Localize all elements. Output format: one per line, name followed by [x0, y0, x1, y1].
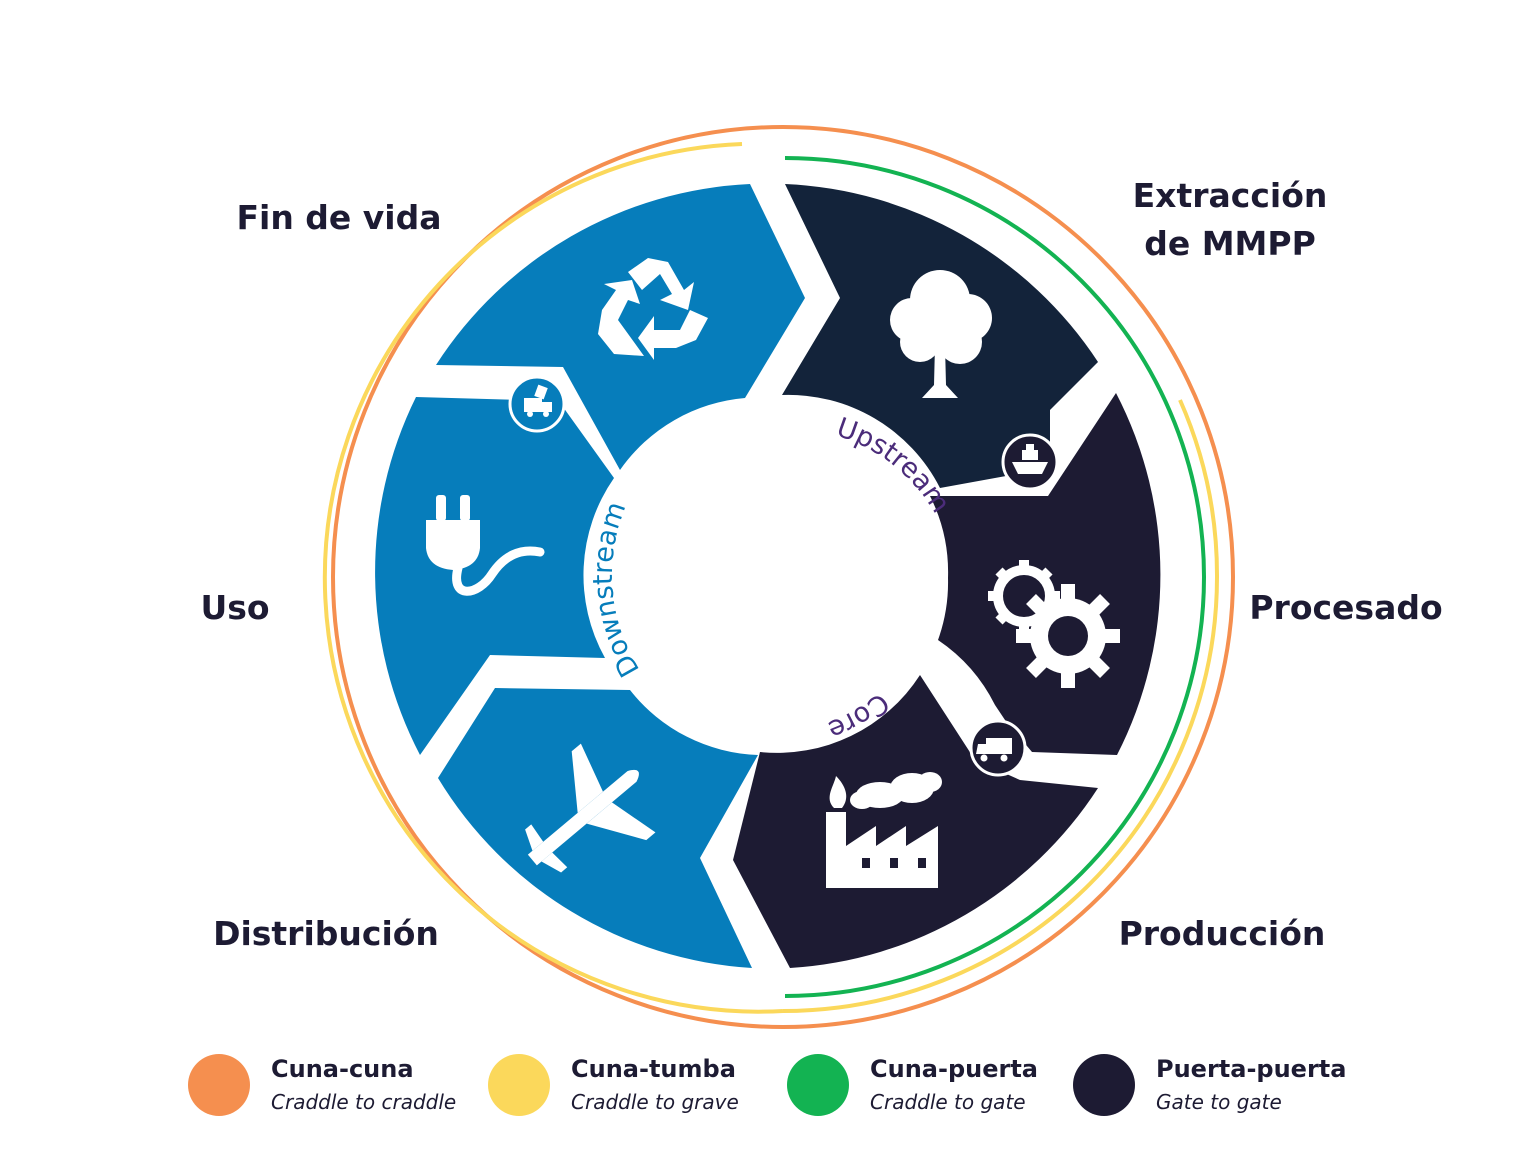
tree-icon: [890, 270, 992, 398]
legend-item-cuna-cuna: Cuna-cuna Craddle to craddle: [188, 1052, 468, 1116]
legend-title: Cuna-tumba: [571, 1055, 736, 1083]
recycle-icon: [598, 258, 708, 360]
legend-item-cuna-tumba: Cuna-tumba Craddle to grave: [488, 1052, 768, 1116]
cradle-to-grave-ring-right: [782, 399, 1220, 1013]
legend-subtitle: Craddle to grave: [571, 1090, 739, 1114]
garbage-truck-icon: [508, 375, 566, 433]
airplane-icon: [525, 743, 656, 873]
legend-swatch: [1073, 1054, 1135, 1116]
factory-icon: [826, 772, 942, 888]
legend-item-puerta-puerta: Puerta-puerta Gate to gate: [1073, 1052, 1373, 1116]
legend-swatch: [488, 1054, 550, 1116]
stage-label-extraccion: Extracción de MMPP: [1132, 176, 1328, 263]
ship-icon: [1001, 433, 1059, 491]
legend-swatch: [188, 1054, 250, 1116]
legend-title: Cuna-cuna: [271, 1055, 414, 1083]
legend-subtitle: Gate to gate: [1156, 1090, 1282, 1114]
inner-hub: [600, 412, 936, 748]
cradle-to-cradle-ring: [331, 125, 1235, 1029]
stage-label-fin-de-vida: Fin de vida: [236, 198, 442, 237]
stage-label-distribucion: Distribución: [213, 914, 439, 953]
gears-icon: [988, 560, 1120, 688]
truck-icon: [969, 719, 1027, 777]
plug-icon: [426, 495, 545, 596]
segment-distribucion: [438, 688, 758, 968]
legend-subtitle: Craddle to gate: [870, 1090, 1026, 1114]
stage-label-uso: Uso: [200, 588, 270, 627]
legend-title: Puerta-puerta: [1156, 1055, 1347, 1083]
stage-label-produccion: Producción: [1118, 914, 1326, 953]
legend-subtitle: Craddle to craddle: [271, 1090, 457, 1114]
cradle-to-gate-ring: [784, 156, 1206, 998]
legend-title: Cuna-puerta: [870, 1055, 1038, 1083]
segment-produccion: [733, 675, 1098, 968]
legend-item-cuna-puerta: Cuna-puerta Craddle to gate: [787, 1052, 1067, 1116]
legend-swatch: [787, 1054, 849, 1116]
cradle-to-grave-ring: [322, 142, 784, 1014]
stage-label-procesado: Procesado: [1249, 588, 1443, 627]
